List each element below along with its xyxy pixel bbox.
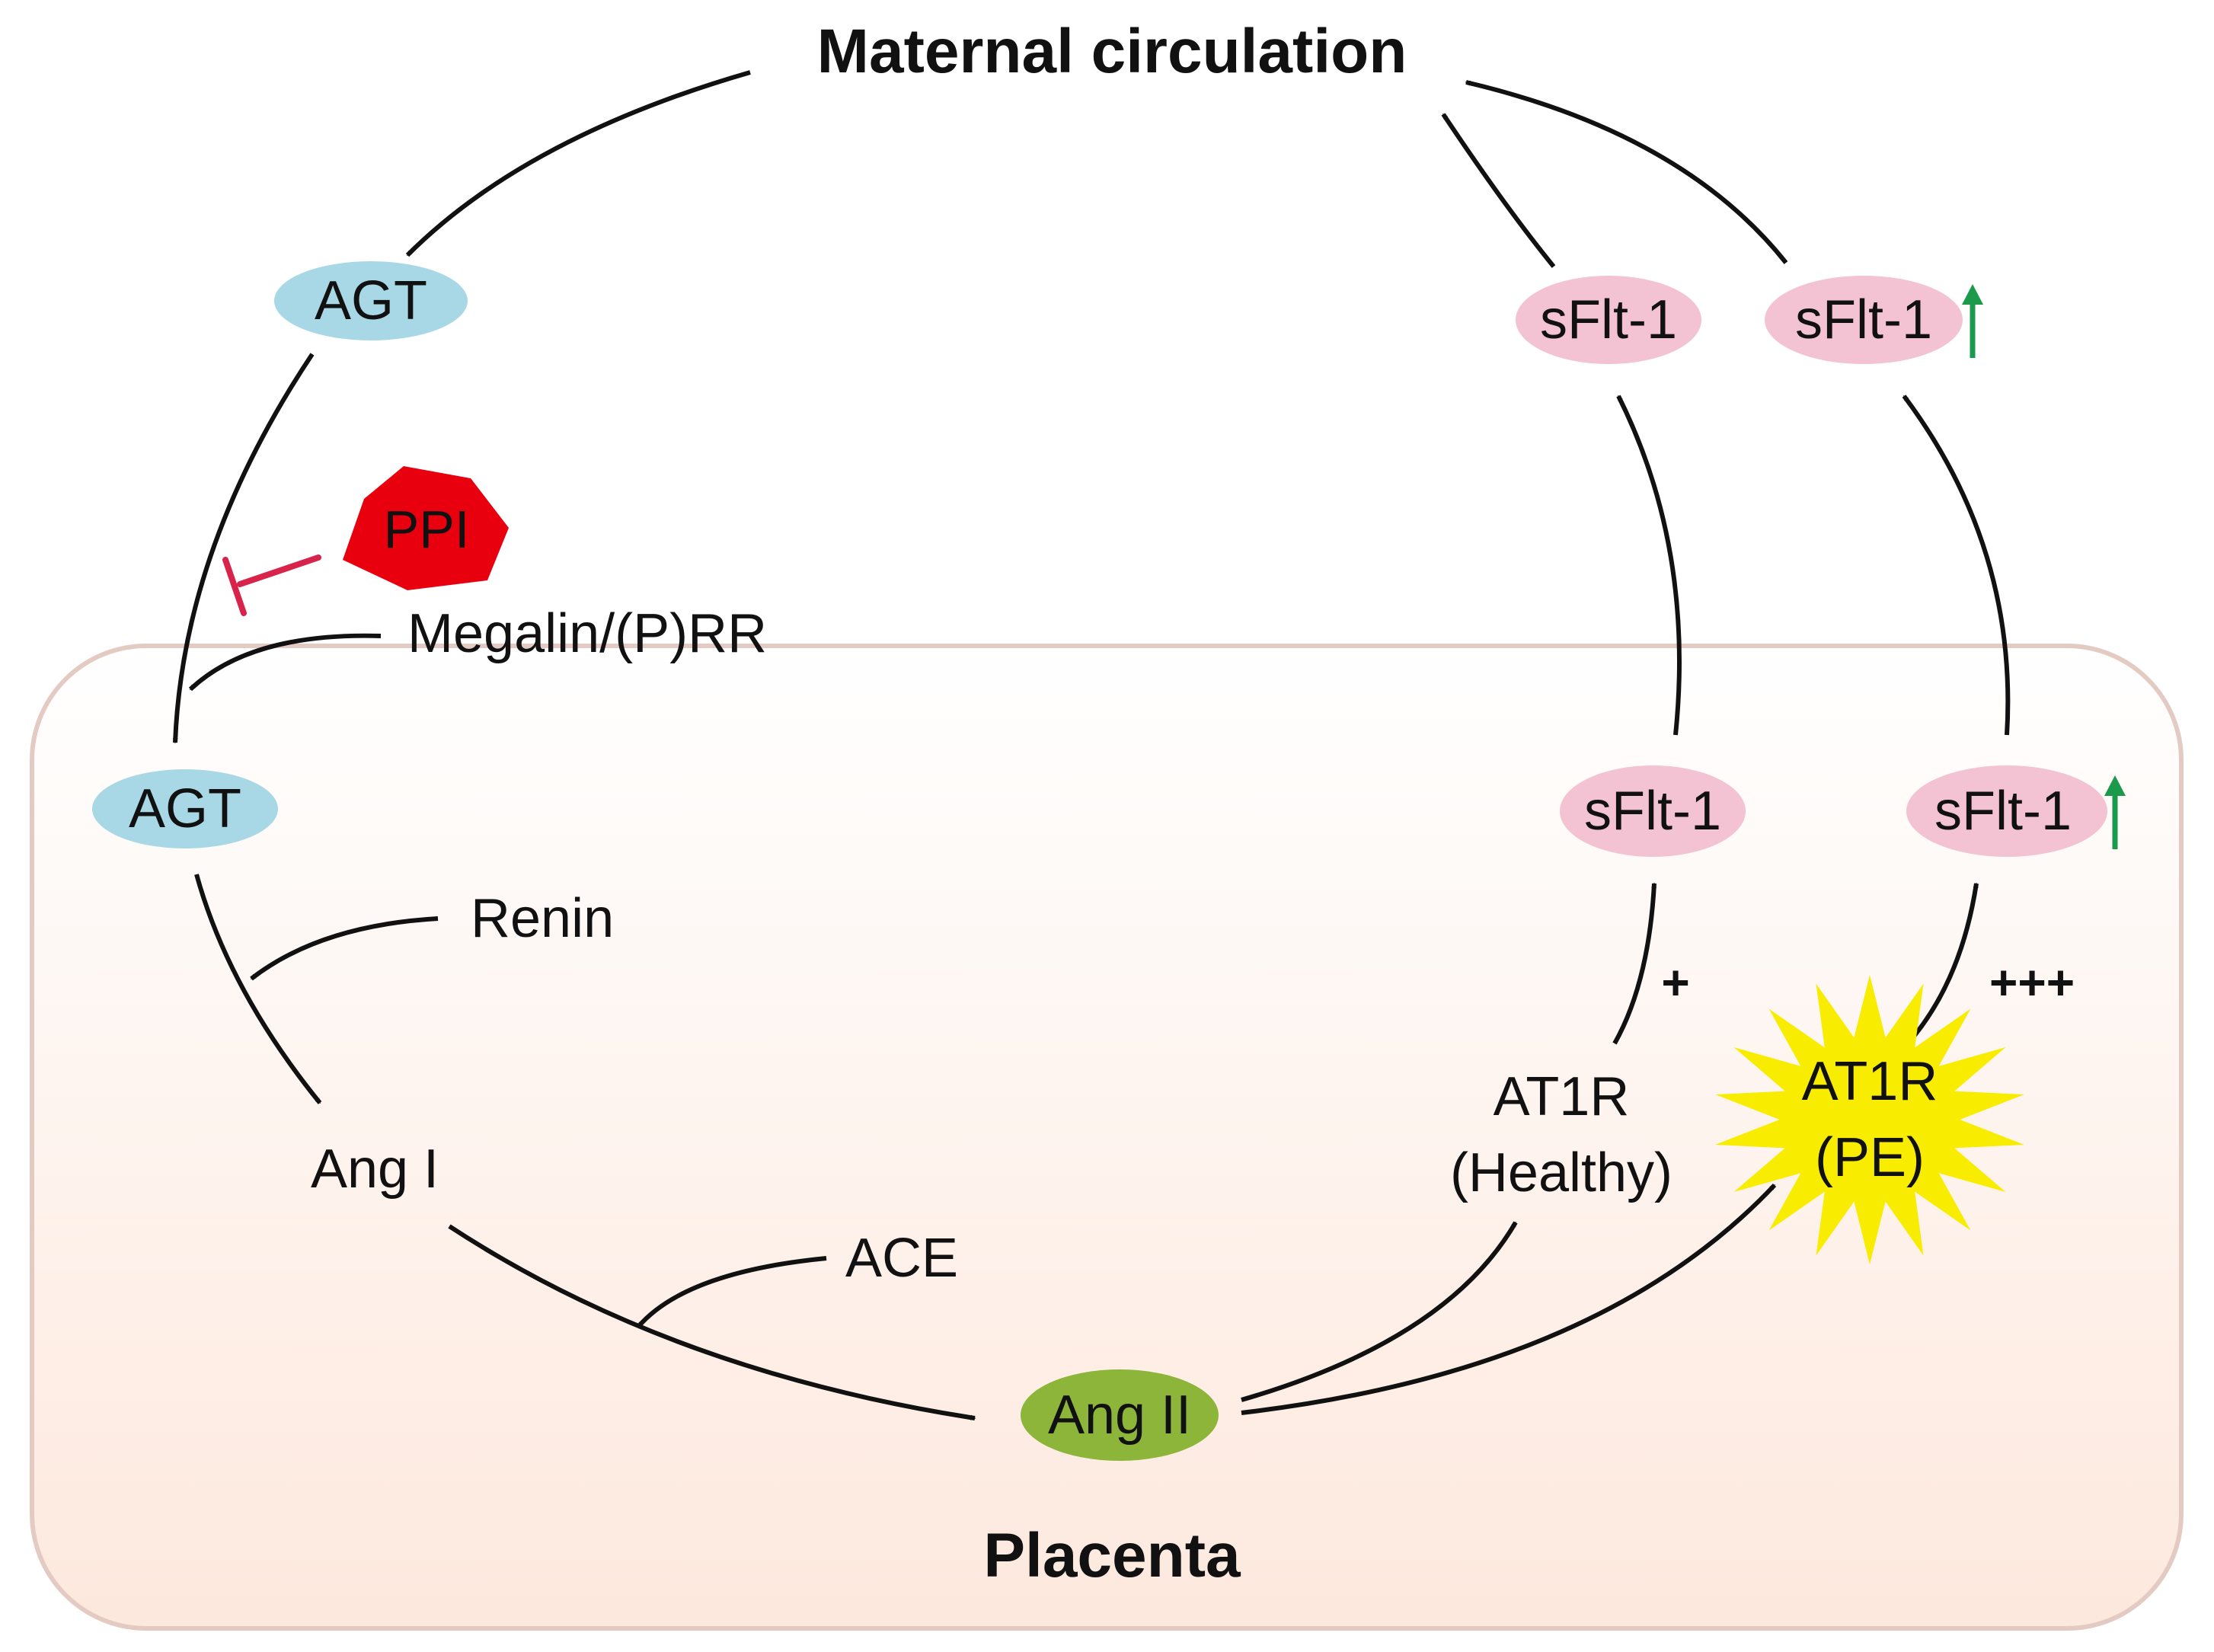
at1r-pe-label-line1: AT1R xyxy=(1802,1051,1938,1112)
at1r-healthy-label-line1: AT1R xyxy=(1494,1066,1630,1127)
edge-renin xyxy=(250,916,439,981)
sflt1-healthy-circulation-node xyxy=(1516,276,1701,364)
edge-sflt-healthy-up xyxy=(1616,395,1682,736)
agt-placenta-label: AGT xyxy=(129,778,241,839)
inhibit-bar xyxy=(222,557,247,616)
sflt1-pe-circulation-label: sFlt-1 xyxy=(1795,289,1932,350)
renin-label: Renin xyxy=(471,888,614,949)
ppi-label: PPI xyxy=(384,500,470,559)
at1r-pe-label-line2: (PE) xyxy=(1815,1127,1925,1188)
edge-at1r-pe-to-sflt xyxy=(1906,882,1979,1045)
edge-agt-to-agt xyxy=(172,353,315,744)
ace-label: ACE xyxy=(845,1228,958,1289)
at1r-pe-starburst xyxy=(1715,975,2024,1264)
ppi-hexagon xyxy=(343,466,509,590)
ang2-label: Ang II xyxy=(1048,1385,1191,1446)
edge-agt-to-ang1 xyxy=(194,874,322,1104)
placenta-title: Placenta xyxy=(983,1521,1241,1590)
edge-circulation-to-agt xyxy=(405,70,751,257)
agt-circulation-node xyxy=(274,261,468,340)
megalin-label: Megalin/(P)RR xyxy=(407,603,767,664)
healthy-plus-sign: + xyxy=(1661,955,1689,1010)
edge-megalin-uptake xyxy=(188,633,382,692)
up-arrow-icon xyxy=(2104,775,2126,849)
edge-sflt-pe-up xyxy=(1902,395,2011,736)
edge-ang1-to-ang2 xyxy=(448,1224,976,1420)
edge-sflt-healthy-to-circulation xyxy=(1441,113,1556,268)
sflt1-healthy-placenta-label: sFlt-1 xyxy=(1584,781,1721,842)
edge-sflt-pe-to-circulation xyxy=(1465,80,1788,264)
agt-circulation-label: AGT xyxy=(315,270,427,331)
ang1-label: Ang I xyxy=(311,1139,439,1200)
sflt1-healthy-circulation-label: sFlt-1 xyxy=(1540,289,1677,350)
edge-ang2-to-at1r-pe xyxy=(1241,1183,1777,1415)
agt-placenta-node xyxy=(92,769,278,848)
sflt1-pe-placenta-label: sFlt-1 xyxy=(1934,781,2072,842)
placenta-compartment xyxy=(30,644,2184,1631)
edge-ang2-to-at1r-healthy xyxy=(1241,1221,1518,1402)
edge-ace xyxy=(636,1256,827,1328)
sflt1-pe-placenta-node xyxy=(1906,765,2107,857)
edge-ppi-inhibit xyxy=(237,554,321,587)
sflt1-pe-circulation-node xyxy=(1765,276,1963,364)
maternal-circulation-title: Maternal circulation xyxy=(817,17,1407,86)
edge-at1r-healthy-to-sflt xyxy=(1612,882,1657,1045)
up-arrow-icon xyxy=(1962,284,1983,358)
pe-plus-signs: +++ xyxy=(1989,955,2075,1010)
ang2-node xyxy=(1021,1369,1219,1461)
sflt1-healthy-placenta-node xyxy=(1560,765,1746,857)
at1r-healthy-label-line2: (Healthy) xyxy=(1450,1142,1672,1203)
